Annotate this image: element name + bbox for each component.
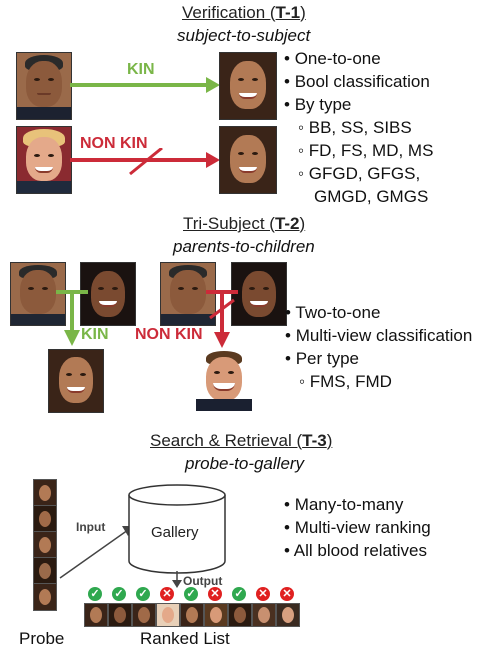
result-cross-icon: ✕ bbox=[280, 587, 294, 601]
probe-photo-strip bbox=[33, 479, 59, 629]
gallery-label: Gallery bbox=[151, 524, 199, 541]
section2-bullets: • Two-to-one • Multi-view classification… bbox=[285, 301, 472, 393]
result-check-icon: ✓ bbox=[232, 587, 246, 601]
mother-face-photo-1 bbox=[80, 262, 136, 326]
section2-title-prefix: Tri-Subject ( bbox=[183, 214, 275, 233]
section3-title: Search & Retrieval (T-3) bbox=[150, 431, 332, 451]
section3-bullet-2: • Multi-view ranking bbox=[284, 518, 431, 537]
section1-subbullet-3: ◦ GFGD, GFGS, bbox=[298, 164, 421, 183]
father-face-photo bbox=[16, 52, 72, 120]
result-check-icon: ✓ bbox=[88, 587, 102, 601]
input-label: Input bbox=[76, 520, 106, 534]
result-cross-icon: ✕ bbox=[208, 587, 222, 601]
result-cross-icon: ✕ bbox=[256, 587, 270, 601]
daughter-face-photo-1 bbox=[219, 52, 277, 120]
probe-label: Probe bbox=[19, 629, 65, 648]
nonkin-face-photo-2 bbox=[196, 349, 252, 411]
nonkin-label-2: NON KIN bbox=[135, 326, 203, 343]
section1-bullet-3: • By type bbox=[284, 95, 352, 114]
section1-bullet-2: • Bool classification bbox=[284, 72, 430, 91]
section3-bullets: • Many-to-many • Multi-view ranking • Al… bbox=[284, 493, 431, 562]
ranked-list-label: Ranked List bbox=[140, 629, 230, 648]
section2-subtitle: parents-to-children bbox=[173, 237, 315, 256]
kin-label-2: KIN bbox=[81, 326, 109, 343]
ranked-check-row: ✓ ✓ ✓ ✕ ✓ ✕ ✓ ✕ ✕ bbox=[88, 587, 298, 603]
nonkin-label-1: NON KIN bbox=[80, 135, 148, 152]
section1-title-text: Verification (T-1) bbox=[182, 3, 306, 22]
kin-arrow-1 bbox=[70, 77, 220, 93]
section1-title: Verification (T-1) bbox=[182, 3, 306, 23]
result-check-icon: ✓ bbox=[184, 587, 198, 601]
kin-arrow-2 bbox=[56, 290, 88, 346]
section2-title-suffix: ) bbox=[299, 214, 306, 233]
daughter-face-photo-2 bbox=[219, 126, 277, 194]
section1-title-suffix: ) bbox=[300, 3, 306, 22]
section1-bullet-1: • One-to-one bbox=[284, 49, 381, 68]
result-check-icon: ✓ bbox=[136, 587, 150, 601]
output-label: Output bbox=[183, 574, 223, 588]
section3-title-prefix: Search & Retrieval ( bbox=[150, 431, 303, 450]
section3-bullet-3: • All blood relatives bbox=[284, 541, 427, 560]
section1-bullets: • One-to-one • Bool classification • By … bbox=[284, 47, 433, 208]
section2-bullet-1: • Two-to-one bbox=[285, 303, 381, 322]
section1-subtitle: subject-to-subject bbox=[177, 26, 311, 45]
section1-title-prefix: Verification ( bbox=[182, 3, 276, 22]
nonkin-face-photo bbox=[16, 126, 72, 194]
result-check-icon: ✓ bbox=[112, 587, 126, 601]
section2-subbullet-1: ◦ FMS, FMD bbox=[299, 372, 392, 391]
section3-title-code: T-3 bbox=[302, 431, 327, 450]
section2-title: Tri-Subject (T-2) bbox=[183, 214, 305, 234]
gallery-cylinder bbox=[128, 484, 226, 574]
section1-subbullet-1: ◦ BB, SS, SIBS bbox=[298, 118, 412, 137]
section3-title-suffix: ) bbox=[326, 431, 333, 450]
section1-title-code: T-1 bbox=[275, 3, 301, 22]
nonkin-arrow-1 bbox=[70, 148, 220, 176]
section2-bullet-3: • Per type bbox=[285, 349, 359, 368]
section3-subtitle: probe-to-gallery bbox=[185, 454, 305, 473]
kin-label-1: KIN bbox=[127, 61, 155, 78]
result-cross-icon: ✕ bbox=[160, 587, 174, 601]
section3-bullet-1: • Many-to-many bbox=[284, 495, 404, 514]
section2-bullet-2: • Multi-view classification bbox=[285, 326, 473, 345]
ranked-photo-strip bbox=[84, 603, 300, 627]
daughter-face-photo-3 bbox=[48, 349, 104, 413]
section2-title-code: T-2 bbox=[274, 214, 300, 233]
section1-subbullet-4: GMGD, GMGS bbox=[314, 187, 429, 206]
section1-subbullet-2: ◦ FD, FS, MD, MS bbox=[298, 141, 434, 160]
father-face-photo-2 bbox=[10, 262, 66, 326]
output-arrow bbox=[172, 571, 182, 588]
nonkin-arrow-2 bbox=[206, 290, 238, 348]
